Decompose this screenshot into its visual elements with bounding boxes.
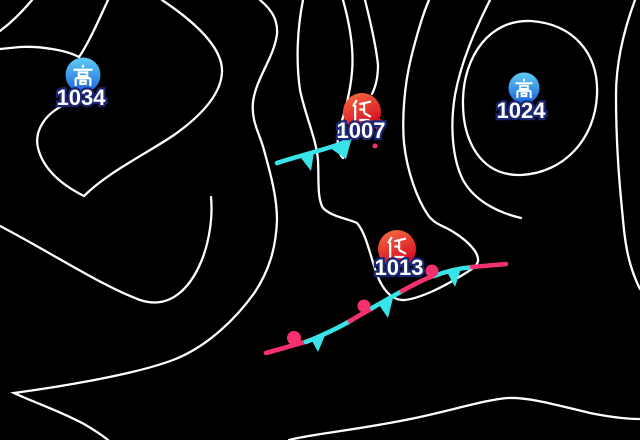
low-circle	[343, 93, 381, 131]
cold-front-triangle	[301, 152, 314, 171]
stationary-front	[263, 261, 509, 356]
low-pressure-1007: 1007	[334, 93, 388, 145]
warm-front-semicircle	[425, 264, 439, 278]
isobar-line	[36, 0, 224, 198]
isobar-line	[0, 0, 34, 33]
isobar-line	[10, 0, 279, 440]
high-pressure-1034: 1034	[54, 57, 108, 112]
high-kanji-icon	[515, 78, 533, 98]
isobar-line	[363, 0, 380, 96]
isobar-line	[296, 0, 480, 302]
pressure-value: 1013	[375, 255, 424, 280]
cold-front-triangle	[330, 137, 352, 159]
pressure-value: 1034	[57, 85, 107, 110]
low-kanji-icon	[352, 99, 372, 122]
cold-front-triangle	[311, 333, 326, 352]
cold-front-triangle	[379, 298, 393, 318]
isobar-line	[0, 195, 213, 304]
low-circle	[378, 230, 416, 268]
cold-front-triangle	[447, 269, 461, 287]
stationary-front-warm-segment	[469, 261, 509, 270]
stationary-front-warm-segment	[263, 338, 311, 356]
isobar-line	[287, 396, 640, 440]
isobar-line	[614, 0, 640, 291]
warm-front-semicircle	[357, 299, 371, 313]
pressure-value: 1024	[497, 98, 547, 123]
low-kanji-icon	[387, 236, 407, 259]
low-pressure-1013: 1013	[372, 230, 426, 282]
warm-front-dot	[372, 143, 378, 149]
isobar-line	[461, 19, 599, 177]
cold-front-1007	[274, 130, 360, 171]
isobar-line	[0, 0, 110, 59]
isobar-line	[451, 0, 523, 220]
warm-front-semicircle	[287, 331, 301, 345]
pressure-value: 1007	[337, 118, 386, 143]
high-kanji-icon	[73, 64, 93, 87]
high-pressure-1024: 1024	[494, 72, 548, 125]
